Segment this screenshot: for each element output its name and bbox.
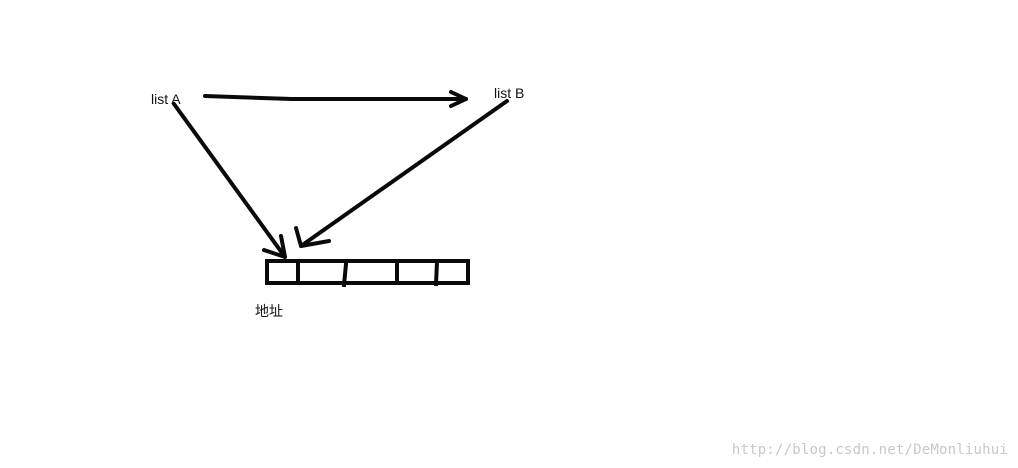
node-label-list-a: list A — [151, 91, 181, 107]
node-label-list-b: list B — [494, 85, 525, 101]
arrow-head — [294, 226, 331, 248]
memory-cell-divider — [433, 259, 440, 287]
memory-block-outline — [265, 259, 470, 285]
arrow-shaft — [299, 99, 509, 248]
arrow-head — [262, 234, 287, 259]
arrow-list-b-to-address — [294, 99, 509, 248]
arrow-head — [449, 90, 468, 108]
watermark-url: http://blog.csdn.net/DeMonliuhui — [731, 442, 1008, 458]
arrow-shaft — [203, 94, 468, 101]
arrow-list-a-to-address — [172, 102, 287, 259]
node-label-address: 地址 — [255, 304, 283, 320]
arrow-shaft — [172, 102, 287, 259]
memory-block — [265, 259, 470, 288]
memory-cell-divider — [341, 261, 349, 288]
arrow-list-a-to-list-b — [203, 90, 468, 108]
